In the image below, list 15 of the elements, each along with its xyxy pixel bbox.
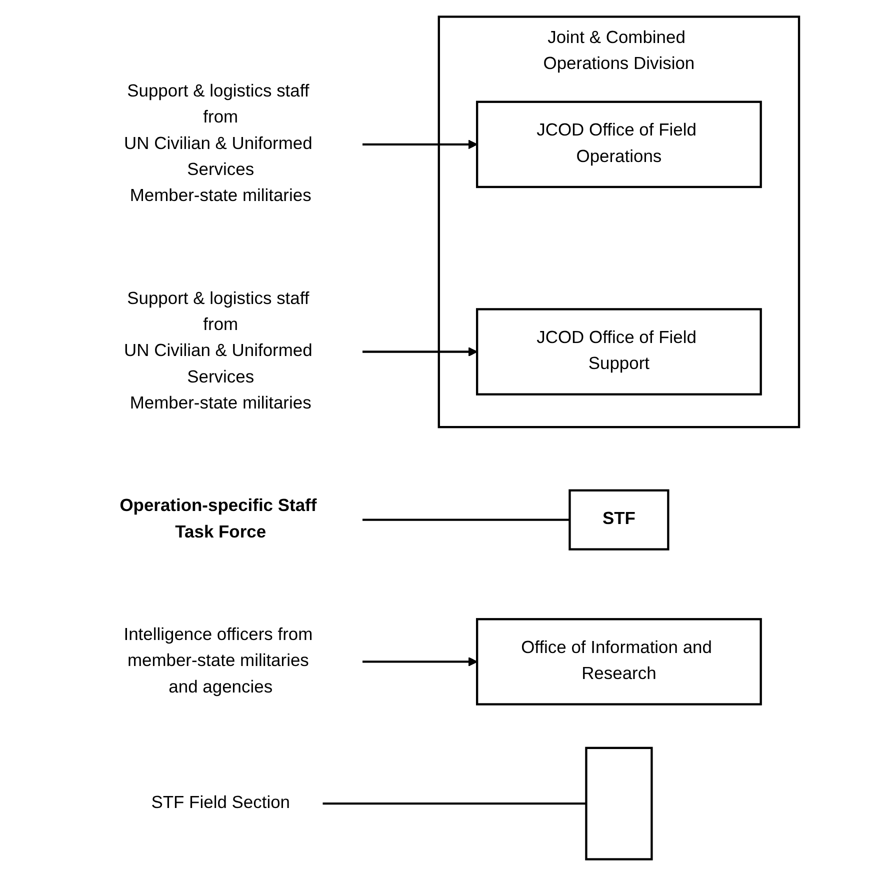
- node-text: Operation-specific Staff Task Force: [119, 496, 316, 542]
- node-text: Support & logistics staff from UN Civilian & Uniformed Services Member-state militaries: [124, 82, 312, 206]
- arrow: [362, 656, 478, 667]
- node-box: JCOD Office of Field Support: [476, 308, 762, 396]
- arrow: [362, 346, 478, 357]
- node-box: STF: [568, 489, 669, 550]
- connector: [362, 518, 570, 521]
- node-text: Intelligence officers from member-state militaries and agencies: [123, 626, 312, 697]
- node-box: Office of Information and Research: [476, 618, 762, 706]
- node-text: Support & logistics staff from UN Civilian & Uniformed Services Member-state militaries: [124, 290, 312, 413]
- node-box: JCOD Office of Field Operations: [476, 100, 762, 188]
- node-bar: [584, 746, 652, 860]
- arrow: [362, 140, 478, 150]
- connector: [322, 802, 586, 805]
- node-text: STF Field Section: [150, 794, 290, 812]
